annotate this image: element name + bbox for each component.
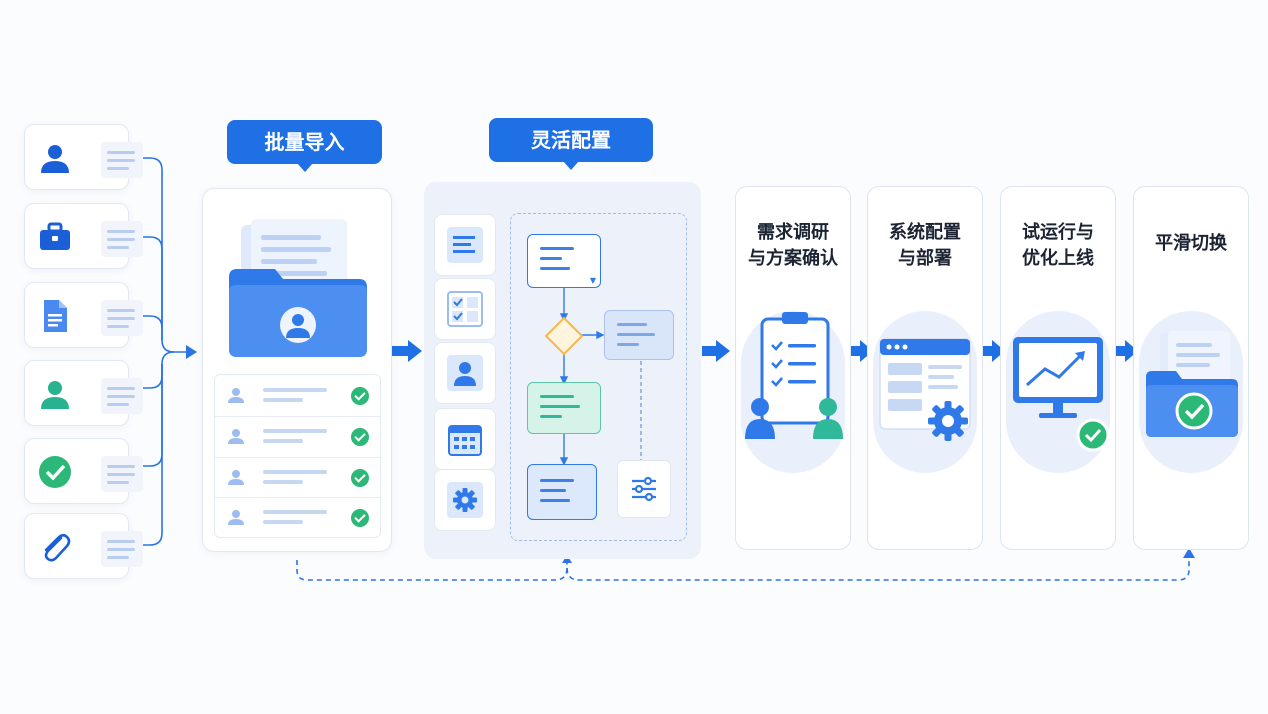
workflow-node-process[interactable]: [527, 382, 601, 434]
user-icon: [228, 388, 244, 403]
check-icon: [351, 387, 369, 405]
step-title-line1: 系统配置: [889, 222, 961, 243]
workflow-node-end[interactable]: [527, 464, 597, 520]
chevron-down-icon: ▼: [589, 276, 596, 285]
step-title-line2: 与方案确认: [748, 248, 838, 269]
briefcase-icon: [40, 222, 70, 250]
user-icon: [228, 510, 244, 525]
tool-list-doc[interactable]: [434, 214, 496, 276]
tool-settings[interactable]: [434, 469, 496, 531]
gear-icon: [447, 482, 483, 518]
step-title-line2: 与部署: [898, 248, 952, 269]
check-icon: [351, 509, 369, 527]
sliders-icon: [632, 476, 656, 502]
source-card-briefcase[interactable]: [24, 203, 143, 269]
list-item: [215, 375, 380, 417]
step-title-line1: 试运行与: [1022, 222, 1094, 243]
list-item: [215, 457, 380, 498]
source-card-document[interactable]: [24, 282, 143, 348]
checklist-icon: [447, 291, 483, 327]
step-card-config-deploy: 系统配置 与部署: [867, 186, 983, 550]
tool-calendar[interactable]: [434, 408, 496, 470]
paperclip-icon: [44, 533, 71, 562]
monitor-trend-icon: [1013, 337, 1110, 452]
source-card-user[interactable]: [24, 124, 143, 190]
workflow-node-start[interactable]: ▼: [527, 234, 601, 288]
tool-user[interactable]: [434, 342, 496, 404]
document-icon: [44, 300, 67, 332]
text-lines: [101, 456, 143, 492]
clipboard-team-icon: [745, 312, 843, 439]
source-card-attachment[interactable]: [24, 513, 143, 579]
adjust-settings-tile[interactable]: [617, 460, 671, 518]
user-icon: [447, 355, 483, 391]
workflow-node-branch[interactable]: [604, 310, 674, 360]
list-item: [215, 416, 380, 458]
user-icon: [228, 429, 244, 444]
folder-check-icon: [1146, 331, 1238, 437]
step-card-requirements: 需求调研 与方案确认: [735, 186, 851, 550]
tool-palette: [424, 182, 506, 559]
check-icon: [351, 469, 369, 487]
step-title-line1: 平滑切换: [1155, 233, 1227, 254]
decision-diamond[interactable]: [544, 316, 584, 356]
flexible-config-tag: 灵活配置: [489, 118, 653, 170]
check-icon: [351, 428, 369, 446]
batch-import-tag: 批量导入: [227, 120, 382, 172]
text-lines: [101, 378, 143, 414]
check-circle-icon: [39, 456, 71, 488]
folder-user-icon: [229, 219, 367, 357]
step-card-trial-launch: 试运行与 优化上线: [1000, 186, 1116, 550]
flexible-config-panel: ▼: [424, 182, 701, 559]
source-card-user-2[interactable]: [24, 360, 143, 426]
calendar-icon: [448, 425, 482, 456]
text-lines: [101, 300, 143, 336]
step-card-smooth-switch: 平滑切换: [1133, 186, 1249, 550]
list-doc-icon: [447, 227, 483, 263]
batch-import-panel: [202, 188, 392, 552]
import-list: [214, 374, 381, 538]
list-item: [215, 497, 380, 537]
user-icon: [41, 145, 69, 173]
user-icon: [41, 381, 69, 409]
tool-checklist[interactable]: [434, 278, 496, 340]
user-icon: [228, 470, 244, 485]
step-title-line2: 优化上线: [1022, 248, 1094, 269]
text-lines: [101, 221, 143, 257]
step-title-line1: 需求调研: [757, 222, 829, 243]
workflow-canvas: ▼: [510, 213, 687, 541]
text-lines: [101, 142, 143, 178]
browser-gear-icon: [879, 338, 971, 441]
text-lines: [101, 531, 143, 567]
source-card-check[interactable]: [24, 438, 143, 504]
